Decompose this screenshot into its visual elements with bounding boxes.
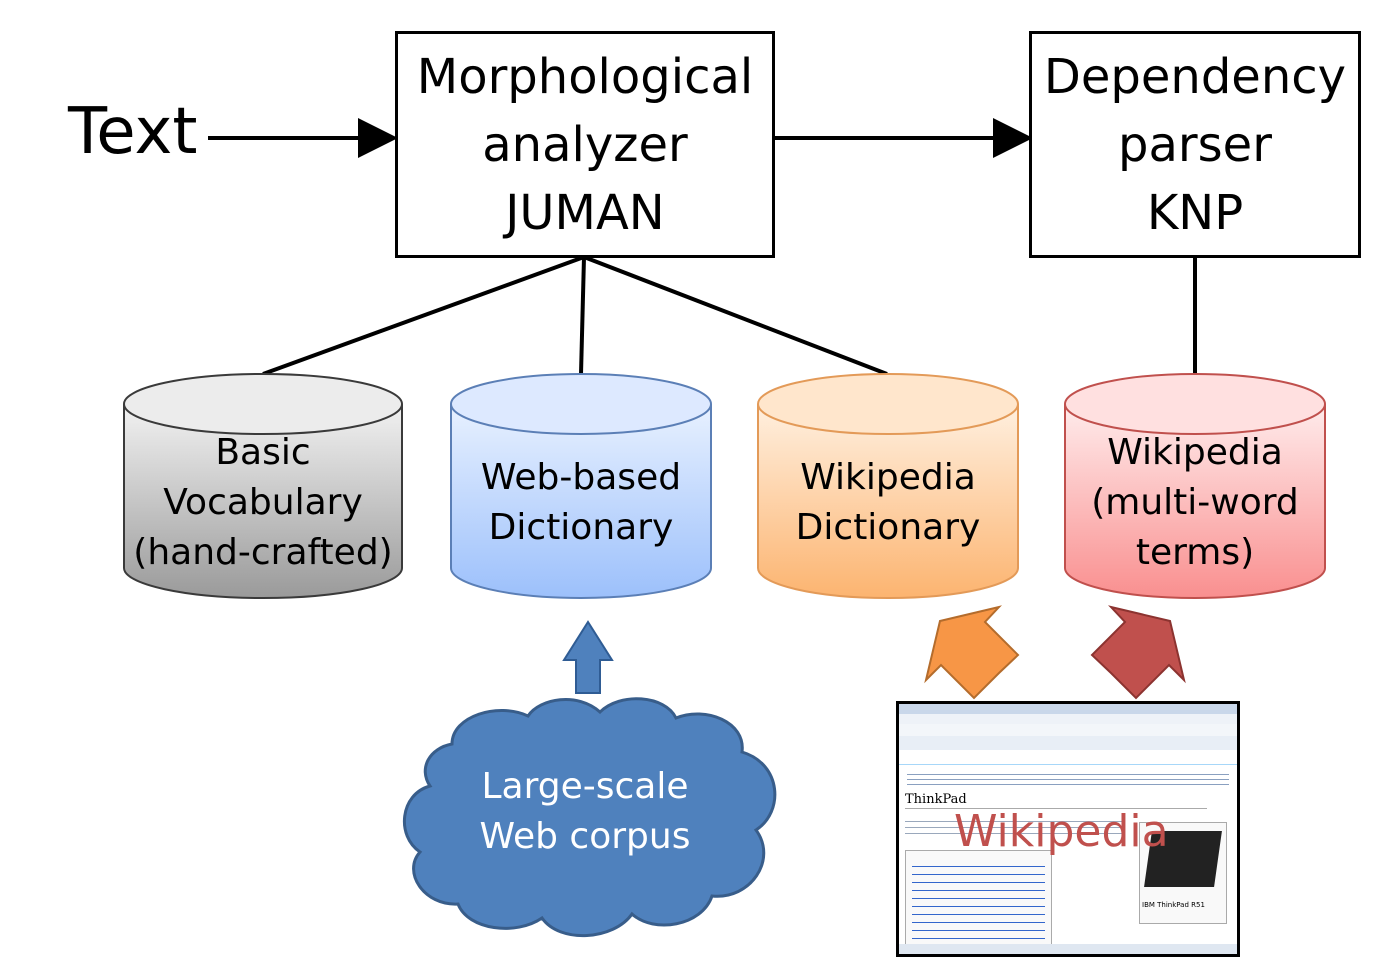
db-multi-line-3: terms): [1135, 532, 1255, 573]
dep-line-3: KNP: [1146, 184, 1244, 241]
arrow-wiki-to-multiword: [1090, 605, 1186, 700]
db-web-dictionary: [450, 373, 712, 599]
wiki-notice: [907, 770, 1229, 786]
wikipedia-screenshot: ThinkPad IBM ThinkPad R51: [896, 701, 1240, 957]
db-wikipedia-multiword-label: Wikipedia (multi-word terms): [1065, 428, 1325, 578]
dependency-parser-box: Dependency parser KNP: [1029, 31, 1361, 258]
browser-statusbar: [899, 944, 1237, 954]
db-wiki-line-2: Dictionary: [795, 507, 981, 548]
db-basic-vocabulary-label: Basic Vocabulary (hand-crafted): [124, 428, 402, 578]
wiki-infobox-caption: IBM ThinkPad R51: [1142, 901, 1205, 909]
wiki-infobox: IBM ThinkPad R51: [1139, 822, 1227, 924]
db-basic-vocabulary: [123, 373, 403, 599]
db-web-dictionary-label: Web-based Dictionary: [451, 453, 711, 553]
db-wikipedia-dictionary-label: Wikipedia Dictionary: [758, 453, 1018, 553]
db-web-line-1: Web-based: [480, 457, 682, 498]
morph-line-1: Morphological: [416, 48, 754, 105]
wiki-toc: [905, 850, 1052, 952]
wiki-page-title: ThinkPad: [905, 792, 967, 807]
dep-line-2: parser: [1118, 116, 1272, 173]
db-basic-line-2: Vocabulary: [163, 482, 363, 523]
db-wikipedia-dictionary: [757, 373, 1019, 599]
db-web-line-2: Dictionary: [488, 507, 674, 548]
db-wiki-line-1: Wikipedia: [800, 457, 976, 498]
connector-juman-wiki: [583, 255, 888, 376]
morph-line-3: JUMAN: [505, 184, 665, 241]
wiki-body-text: [905, 816, 1125, 838]
cloud-label: Large-scale Web corpus: [440, 762, 730, 862]
wikipedia-overlay-label: Wikipedia: [954, 806, 1169, 857]
arrow-wiki-to-wiki-dict: [924, 605, 1020, 700]
morph-line-2: analyzer: [482, 116, 688, 173]
wiki-title-rule: [905, 808, 1207, 809]
wiki-page-tabs: [899, 752, 1237, 765]
db-wikipedia-multiword: [1064, 373, 1326, 599]
morphological-analyzer-box: Morphological analyzer JUMAN: [395, 31, 775, 258]
connector-juman-web: [579, 256, 586, 375]
db-basic-line-1: Basic: [215, 432, 311, 473]
browser-toolbar: [899, 724, 1237, 736]
input-text-label: Text: [68, 95, 198, 169]
browser-addressbar: [899, 714, 1237, 724]
db-basic-line-3: (hand-crafted): [133, 532, 393, 573]
browser-titlebar: [899, 704, 1237, 714]
browser-tabbar: [899, 736, 1237, 750]
connector-juman-basic: [262, 255, 585, 376]
dep-line-1: Dependency: [1043, 48, 1347, 105]
cloud-line-2: Web corpus: [479, 816, 691, 857]
cloud-web-corpus: [402, 697, 777, 938]
cloud-line-1: Large-scale: [481, 766, 689, 807]
db-multi-line-1: Wikipedia: [1107, 432, 1283, 473]
arrow-corpus-to-web-dict: [562, 620, 614, 694]
db-multi-line-2: (multi-word: [1091, 482, 1299, 523]
